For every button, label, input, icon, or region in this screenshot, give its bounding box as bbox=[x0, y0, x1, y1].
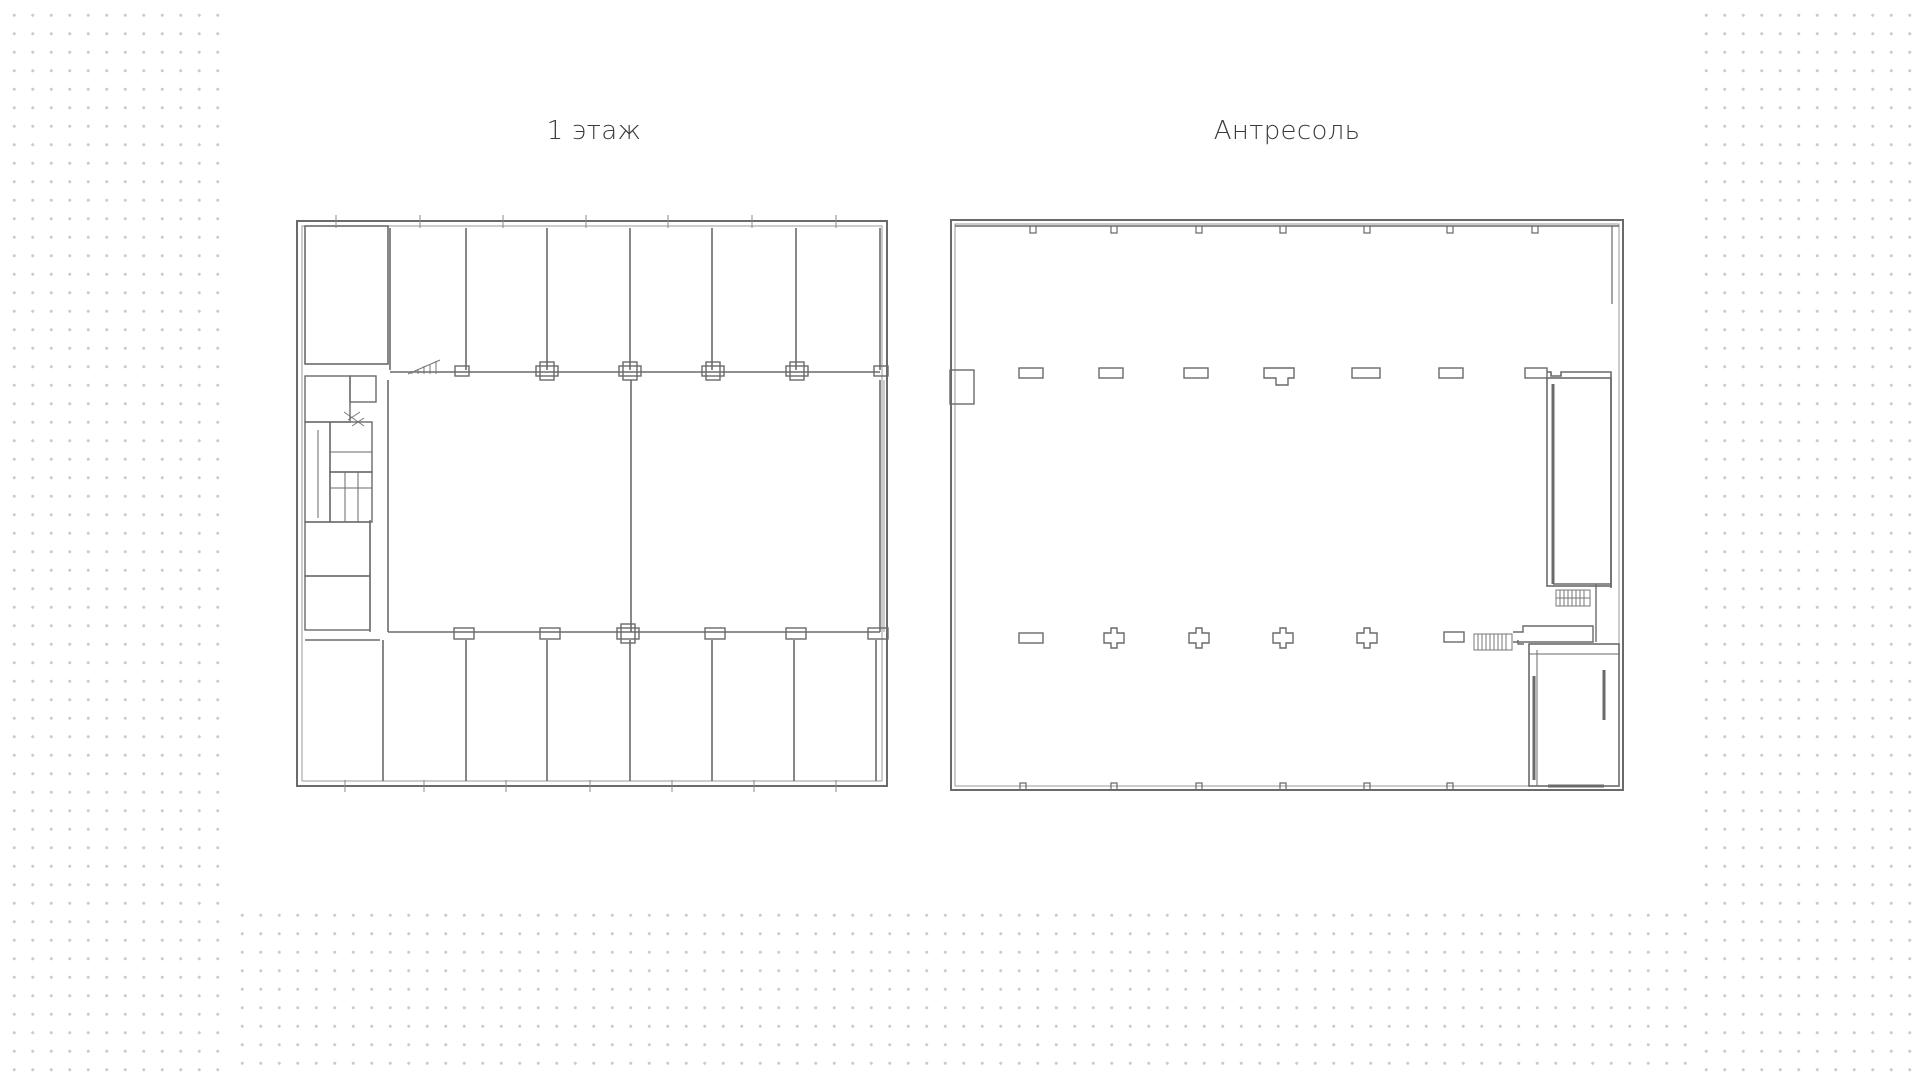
mezzanine-right-upper-room bbox=[1546, 371, 1612, 608]
mezzanine-left-bump bbox=[949, 369, 975, 405]
mezzanine-outer-wall bbox=[950, 219, 1624, 791]
central-hall bbox=[387, 380, 885, 633]
mezzanine-inner-line bbox=[954, 223, 1620, 787]
mezzanine-connector bbox=[1513, 608, 1597, 645]
mezzanine-stairs bbox=[1473, 589, 1591, 651]
dot-grid-right bbox=[1692, 0, 1920, 1078]
bottom-pillars bbox=[453, 623, 889, 644]
dot-grid-bottom bbox=[228, 900, 1692, 1078]
inner-wall-line bbox=[301, 225, 883, 782]
mezzanine-right-lower-room bbox=[1528, 643, 1620, 788]
mezzanine-plan bbox=[949, 219, 1624, 791]
top-room-row bbox=[304, 225, 881, 373]
mezzanine-pillars-upper bbox=[1018, 367, 1548, 386]
first-floor-plan bbox=[296, 215, 889, 792]
mezzanine-bottom-notches bbox=[1019, 782, 1454, 790]
left-service-rooms bbox=[304, 375, 377, 632]
wall-ticks bbox=[335, 215, 837, 792]
mezzanine-pillars-lower bbox=[1018, 627, 1465, 649]
stairs-top bbox=[343, 359, 441, 427]
mezzanine-top-notches bbox=[1029, 226, 1539, 234]
dot-grid-left bbox=[0, 0, 228, 1078]
floor-plan-title-first: 1 этаж bbox=[546, 116, 642, 146]
top-pillars bbox=[454, 361, 889, 381]
floor-plan-title-mezzanine: Антресоль bbox=[1213, 116, 1361, 146]
outer-wall bbox=[296, 220, 888, 787]
bottom-room-row bbox=[305, 639, 877, 781]
